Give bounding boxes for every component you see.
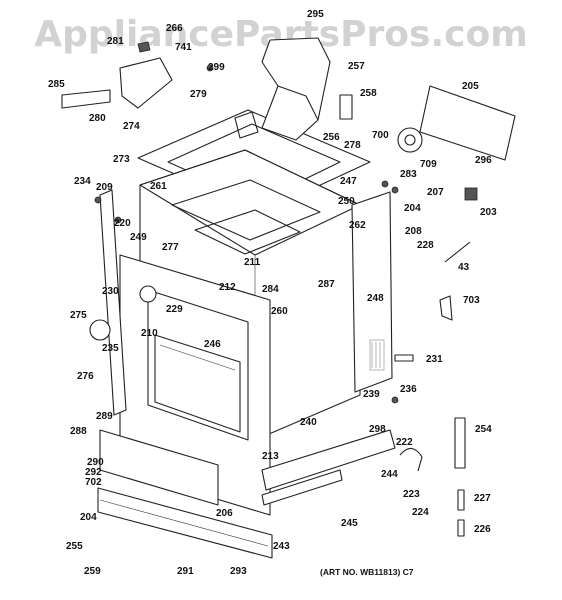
part-label: 258	[360, 88, 377, 99]
part-label: 277	[162, 242, 179, 253]
part-label: 229	[166, 304, 183, 315]
part-label: 254	[475, 424, 492, 435]
part-label: 290	[87, 457, 104, 468]
part-label: 247	[340, 176, 357, 187]
part-label: 273	[113, 154, 130, 165]
part-label: 255	[66, 541, 83, 552]
part-label: 702	[85, 477, 102, 488]
part-label: 223	[403, 489, 420, 500]
part-label: 256	[323, 132, 340, 143]
part-label: 259	[84, 566, 101, 577]
part-label: 230	[102, 286, 119, 297]
part-label: 296	[475, 155, 492, 166]
part-label: 220	[114, 218, 131, 229]
part-label: 700	[372, 130, 389, 141]
part-label: 236	[400, 384, 417, 395]
part-label: 299	[208, 62, 225, 73]
part-label: 257	[348, 61, 365, 72]
right-side-panel	[351, 191, 393, 393]
part-label: 284	[262, 284, 279, 295]
part-label: 203	[480, 207, 497, 218]
part-label: 248	[367, 293, 384, 304]
part-label: 206	[216, 508, 233, 519]
part-label: 208	[405, 226, 422, 237]
part-label: 244	[381, 469, 398, 480]
part-label: 703	[463, 295, 480, 306]
small-parts	[89, 64, 478, 537]
part-label: 285	[48, 79, 65, 90]
part-label: 207	[427, 187, 444, 198]
part-label: 209	[96, 182, 113, 193]
part-label: 287	[318, 279, 335, 290]
art-number: (ART NO. WB11813) C7	[320, 567, 414, 577]
part-label: 243	[273, 541, 290, 552]
part-label: 274	[123, 121, 140, 132]
part-label: 292	[85, 467, 102, 478]
part-label: 226	[474, 524, 491, 535]
part-label: 224	[412, 507, 429, 518]
part-label: 298	[369, 424, 386, 435]
part-label: 234	[74, 176, 91, 187]
valve-assembly	[61, 41, 173, 109]
part-label: 204	[80, 512, 97, 523]
part-label: 239	[363, 389, 380, 400]
part-label: 204	[404, 203, 421, 214]
part-label: 709	[420, 159, 437, 170]
part-label: 291	[177, 566, 194, 577]
part-label: 210	[141, 328, 158, 339]
part-label: 235	[102, 343, 119, 354]
part-label: 240	[300, 417, 317, 428]
part-label: 283	[400, 169, 417, 180]
part-label: 228	[417, 240, 434, 251]
rear-panel	[397, 85, 516, 161]
part-label: 227	[474, 493, 491, 504]
part-label: 222	[396, 437, 413, 448]
part-label: 275	[70, 310, 87, 321]
broiler-drawer	[97, 429, 273, 559]
part-label: 293	[230, 566, 247, 577]
part-label: 280	[89, 113, 106, 124]
part-label: 211	[244, 257, 261, 268]
part-label: 289	[96, 411, 113, 422]
part-label: 245	[341, 518, 358, 529]
part-label: 261	[150, 181, 167, 192]
part-label: 295	[307, 9, 324, 20]
part-label: 249	[130, 232, 147, 243]
part-label: 205	[462, 81, 479, 92]
part-label: 212	[219, 282, 236, 293]
part-label: 262	[349, 220, 366, 231]
part-label: 231	[426, 354, 443, 365]
part-label: 281	[107, 36, 124, 47]
part-label: 250	[338, 196, 355, 207]
part-label: 213	[262, 451, 279, 462]
manifold	[261, 429, 396, 506]
part-label: 741	[175, 42, 192, 53]
part-label: 266	[166, 23, 183, 34]
part-label: 288	[70, 426, 87, 437]
part-label: 279	[190, 89, 207, 100]
part-label: 43	[458, 262, 470, 273]
flue-duct	[261, 37, 331, 141]
part-label: 278	[344, 140, 361, 151]
part-label: 246	[204, 339, 221, 350]
left-side-rail	[99, 189, 127, 416]
part-label: 260	[271, 306, 288, 317]
part-label: 276	[77, 371, 94, 382]
